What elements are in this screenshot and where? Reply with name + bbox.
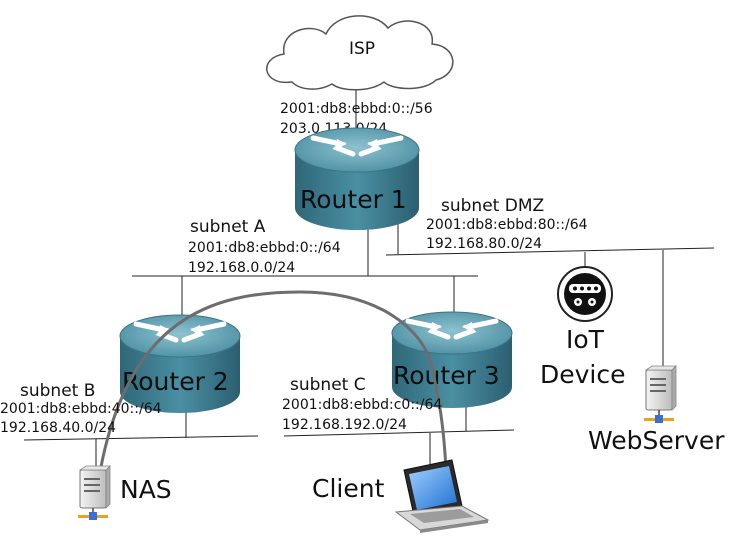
iot-device: IoT Device	[540, 266, 626, 389]
client-label: Client	[312, 474, 385, 503]
iot-label-line2: Device	[540, 360, 626, 389]
subnet-dmz-ipv4: 192.168.80.0/24	[426, 236, 542, 252]
laptop-icon	[394, 459, 490, 533]
subnet-dmz-ipv6: 2001:db8:ebbd:80::/64	[426, 217, 588, 233]
isp-label: ISP	[349, 39, 375, 59]
subnet-a-ipv4: 192.168.0.0/24	[188, 260, 295, 276]
webserver-label: WebServer	[588, 426, 725, 455]
router-3-label: Router 3	[393, 361, 500, 390]
network-links	[23, 80, 715, 470]
webserver: WebServer	[588, 365, 725, 455]
router-icon	[294, 127, 420, 230]
subnet-a-ipv6: 2001:db8:ebbd:0::/64	[188, 240, 341, 256]
server-icon	[78, 465, 111, 520]
subnet-dmz-bus	[385, 247, 715, 256]
cloud-icon	[266, 15, 454, 91]
router-2-label: Router 2	[122, 367, 229, 396]
router-1-label: Router 1	[300, 185, 407, 214]
client: Client	[312, 459, 490, 533]
router-2	[119, 314, 241, 413]
iot-device-icon	[557, 266, 613, 322]
subnet-c-bus	[283, 429, 515, 437]
subnet-dmz-name: subnet DMZ	[441, 196, 544, 216]
iot-label-line1: IoT	[566, 325, 605, 354]
server-icon	[644, 365, 677, 423]
subnet-a-name: subnet A	[190, 217, 266, 237]
router-icon	[391, 311, 513, 408]
subnet-c-name: subnet C	[290, 375, 366, 395]
subnet-c-ipv4: 192.168.192.0/24	[282, 417, 407, 433]
subnet-b-name: subnet B	[20, 381, 95, 401]
nas-label: NAS	[120, 475, 172, 504]
isp-cloud: ISP 2001:db8:ebbd:0::/56 203.0.113.0/24	[266, 15, 454, 137]
subnet-c-ipv6: 2001:db8:ebbd:c0::/64	[282, 397, 442, 413]
nas: NAS	[78, 465, 172, 520]
router-3	[391, 311, 513, 408]
isp-ipv6: 2001:db8:ebbd:0::/56	[280, 101, 433, 117]
router-icon	[119, 314, 241, 413]
nas-client-connection-arc	[98, 290, 448, 473]
subnet-b-ipv4: 192.168.40.0/24	[0, 420, 116, 436]
subnet-b-bus	[23, 435, 259, 441]
subnet-b-ipv6: 2001:db8:ebbd:40::/64	[0, 401, 162, 417]
router-1	[294, 127, 420, 230]
